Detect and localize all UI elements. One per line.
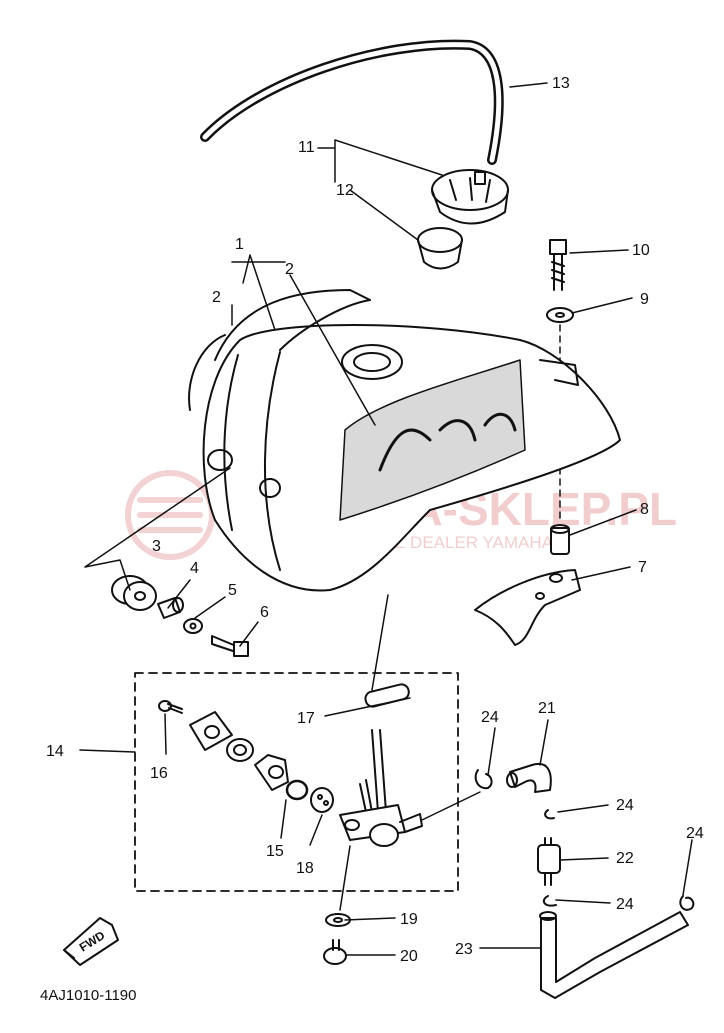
callout-19: 19 bbox=[400, 911, 418, 928]
callout-22: 22 bbox=[616, 850, 634, 867]
fuel-cock-screw bbox=[158, 700, 183, 714]
callout-3: 3 bbox=[152, 538, 161, 555]
fuel-pipe-elbow bbox=[506, 762, 552, 793]
cock-bolt bbox=[323, 939, 347, 965]
alignment-line-cock-pipe bbox=[421, 791, 481, 821]
hose-clip-1 bbox=[474, 769, 493, 790]
callout-7: 7 bbox=[638, 559, 647, 576]
callout-8: 8 bbox=[640, 501, 649, 518]
callout-14: 14 bbox=[46, 743, 64, 760]
mounting-bolt bbox=[211, 635, 249, 657]
tank-washer bbox=[546, 307, 574, 323]
fuel-cock-body bbox=[339, 729, 423, 847]
callout-4: 4 bbox=[190, 560, 199, 577]
leader-lines bbox=[79, 82, 693, 956]
fuel-filter bbox=[537, 837, 561, 886]
callout-21: 21 bbox=[538, 700, 556, 717]
callout-16: 16 bbox=[150, 765, 168, 782]
fuel-cock-diaphragm bbox=[310, 787, 334, 813]
callout-20: 20 bbox=[400, 948, 418, 965]
callout-6: 6 bbox=[260, 604, 269, 621]
hose-clip-3 bbox=[542, 895, 557, 907]
callout-24b: 24 bbox=[616, 797, 634, 814]
callout-2a: 2 bbox=[212, 289, 221, 306]
callout-13: 13 bbox=[552, 75, 570, 92]
callout-11: 11 bbox=[298, 139, 315, 156]
fuel-cock-seal bbox=[226, 738, 254, 762]
callout-10: 10 bbox=[632, 242, 650, 259]
fuel-cock-o-ring bbox=[285, 779, 309, 801]
alignment-line-tank-cock bbox=[371, 594, 389, 691]
callout-numbers: 13 11 12 10 9 1 2 2 8 7 3 4 5 6 17 24 21… bbox=[46, 75, 704, 965]
callout-24a: 24 bbox=[481, 709, 499, 726]
callout-12: 12 bbox=[336, 182, 354, 199]
callout-24d: 24 bbox=[686, 825, 704, 842]
fuel-hose bbox=[539, 911, 689, 999]
callout-24c: 24 bbox=[616, 896, 634, 913]
fuel-cock-kit-box bbox=[134, 672, 459, 892]
watermark-logo-icon bbox=[125, 470, 215, 560]
fuel-cock-lever bbox=[254, 754, 289, 791]
tank-bracket bbox=[474, 569, 581, 646]
callout-2b: 2 bbox=[285, 261, 294, 278]
damper-collar bbox=[550, 524, 570, 555]
callout-17: 17 bbox=[297, 710, 315, 727]
hose-clip-4 bbox=[679, 895, 695, 911]
fuel-cock-gasket bbox=[364, 683, 410, 708]
hose-clip-2 bbox=[544, 809, 555, 820]
rubber-damper bbox=[111, 575, 157, 611]
tank-bolt bbox=[549, 239, 567, 291]
callout-15: 15 bbox=[266, 843, 284, 860]
fuel-tank bbox=[188, 289, 621, 592]
forward-direction-arrow-icon: FWD bbox=[63, 917, 119, 966]
fuel-cock-plate bbox=[189, 711, 233, 751]
mounting-washer bbox=[183, 618, 203, 634]
diagram-part-number: 4AJ1010-1190 bbox=[40, 987, 136, 1004]
mounting-collar bbox=[157, 597, 184, 619]
callout-9: 9 bbox=[640, 291, 649, 308]
alignment-line-cock-bolt bbox=[339, 845, 351, 911]
callout-1: 1 bbox=[235, 236, 244, 253]
fuel-cap bbox=[431, 169, 509, 225]
callout-18: 18 bbox=[296, 860, 314, 877]
callout-23: 23 bbox=[455, 941, 473, 958]
cap-gasket bbox=[417, 227, 463, 270]
callout-5: 5 bbox=[228, 582, 237, 599]
